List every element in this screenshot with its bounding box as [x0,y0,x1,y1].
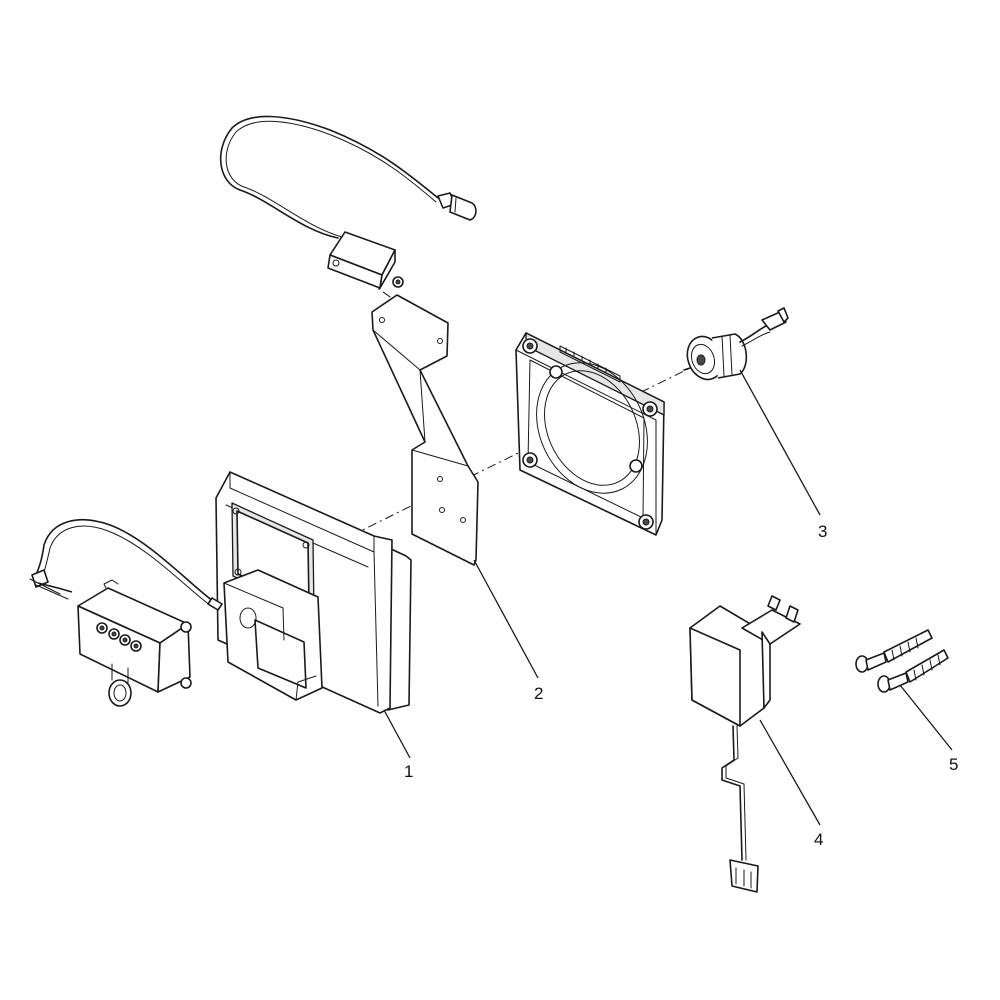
leader-line-5 [899,684,953,751]
power-adapter [689,595,801,893]
callout-4: 4 [814,830,824,849]
control-box [215,471,412,714]
callout-1: 1 [404,762,414,781]
sensor-cable-assembly [219,115,477,289]
mounting-bracket [371,294,479,566]
leader-line-3 [739,369,821,516]
callout-3: 3 [818,522,828,541]
screws-and-anchors [855,629,949,693]
solenoid-box-assembly [29,518,223,707]
leader-line-1 [383,709,411,759]
callout-2: 2 [534,684,544,703]
square-mounting-plate [515,332,665,536]
sensor-unit [683,307,789,381]
leader-line-2 [473,559,539,679]
callout-5: 5 [949,755,959,774]
leader-line-4 [759,719,821,826]
